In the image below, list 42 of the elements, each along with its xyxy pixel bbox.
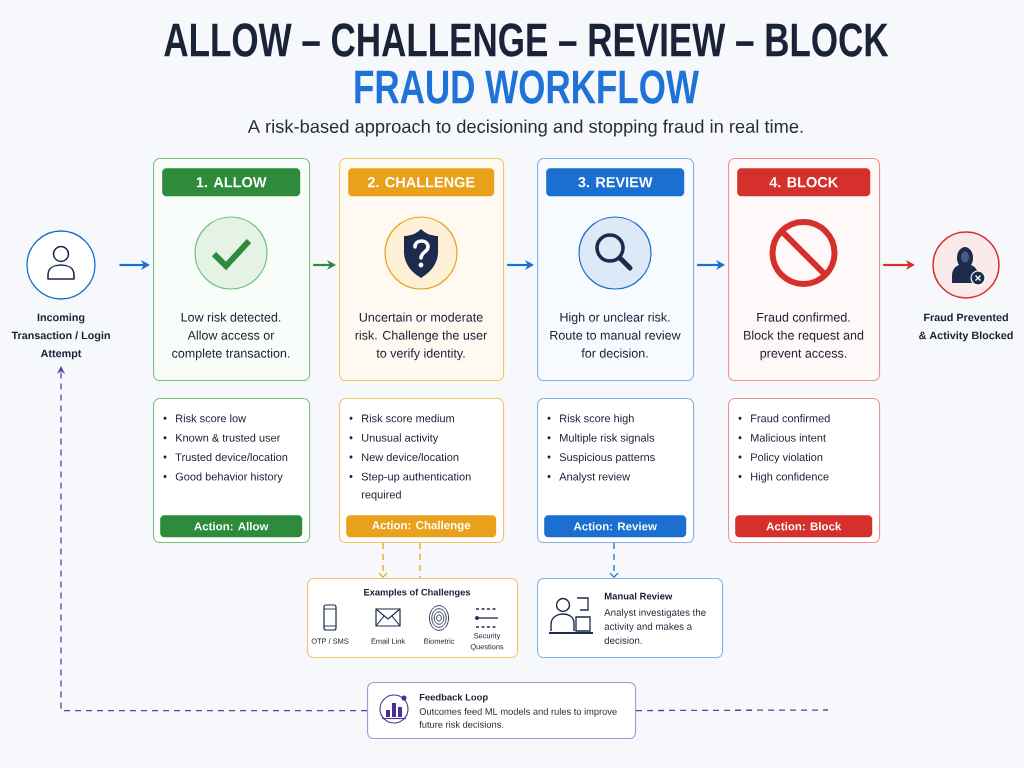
description-text: Uncertain or moderate risk. Challenge the user to verify identity. bbox=[355, 312, 487, 361]
action-band: Action: Challenge bbox=[346, 515, 497, 538]
subtitle: A risk-based approach to decisioning and stopping fraud in real time. bbox=[247, 119, 803, 137]
bullet-item: Risk score medium bbox=[362, 414, 454, 423]
bullet-item: Fraud confirmed bbox=[751, 414, 830, 423]
panel-title: Manual Review bbox=[604, 592, 673, 600]
bullet-item: Suspicious patterns bbox=[559, 453, 655, 464]
action-band: Action: Review bbox=[544, 515, 687, 538]
bullet-item: Unusual activity bbox=[362, 433, 439, 444]
header-band: 1. ALLOW bbox=[162, 168, 301, 197]
description-text: Fraud confirmed. Block the request and prevent access. bbox=[744, 312, 864, 361]
bullet-item: Risk score low bbox=[176, 414, 247, 423]
bullet-item: Trusted device/location bbox=[175, 453, 288, 462]
dashed-line bbox=[419, 542, 421, 579]
header-band: 3. REVIEW bbox=[546, 168, 685, 197]
node-label: Incoming Transaction / Login Attempt bbox=[11, 313, 110, 360]
bullet-item: Analyst review bbox=[559, 472, 631, 483]
bullet-item: High confidence bbox=[751, 472, 829, 483]
bullet-item: Known & trusted user bbox=[176, 433, 281, 442]
panel-text: Outcomes feed ML models and rules to improve future risk decisions. bbox=[419, 707, 617, 728]
panel-text: Analyst investigates the activity and makes a decision. bbox=[604, 608, 706, 644]
bullet-item: New device/location bbox=[362, 453, 459, 462]
title: ALLOW – CHALLENGE – REVIEW – BLOCK bbox=[164, 23, 889, 57]
action-band: Action: Block bbox=[735, 515, 873, 538]
description-text: High or unclear risk. Route to manual review for decision. bbox=[550, 312, 681, 358]
bullet-item: Step-up authentication required bbox=[361, 472, 471, 501]
header-band: 4. BLOCK bbox=[737, 168, 871, 197]
node-label: Fraud Prevented & Activity Blocked bbox=[919, 313, 1013, 342]
description-text: Low risk detected. Allow access or complete transaction. bbox=[172, 312, 290, 361]
bullet-item: Policy violation bbox=[751, 453, 823, 464]
panel-title: Examples of Challenges bbox=[364, 588, 471, 598]
panel-title: Feedback Loop bbox=[419, 693, 488, 703]
dashed-line bbox=[635, 709, 829, 712]
bullet-item: Risk score high bbox=[560, 414, 634, 425]
bullet-item: Good behavior history bbox=[175, 472, 283, 483]
title: FRAUD WORKFLOW bbox=[355, 70, 699, 104]
dashed-arrow bbox=[378, 542, 388, 578]
dashed-arrow bbox=[609, 542, 619, 578]
header-band: 2. CHALLENGE bbox=[348, 168, 495, 197]
bullet-item: Malicious intent bbox=[751, 433, 826, 442]
bullet-item: Multiple risk signals bbox=[560, 433, 655, 444]
action-band: Action: Allow bbox=[160, 515, 303, 538]
